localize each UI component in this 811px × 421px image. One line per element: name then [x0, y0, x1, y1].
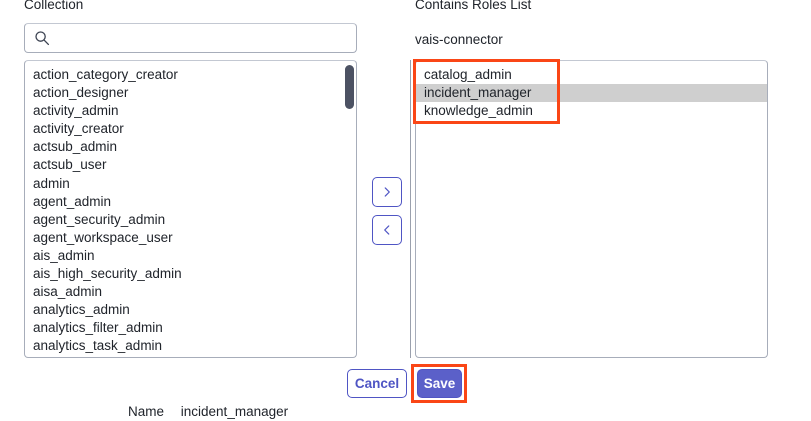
- list-item[interactable]: action_designer: [33, 85, 129, 101]
- list-item[interactable]: analytics_task_admin: [33, 338, 163, 354]
- search-input[interactable]: [50, 24, 356, 52]
- list-item[interactable]: catalog_admin: [424, 67, 512, 82]
- collection-scrollbar[interactable]: [345, 63, 354, 355]
- list-item[interactable]: analytics_filter_admin: [33, 320, 163, 336]
- list-item[interactable]: admin: [33, 175, 70, 191]
- cancel-button[interactable]: Cancel: [347, 369, 407, 398]
- chevron-right-icon: [380, 185, 394, 199]
- name-value: incident_manager: [180, 404, 289, 419]
- name-label: Name: [128, 404, 165, 419]
- list-item[interactable]: action_category_creator: [33, 67, 178, 82]
- list-item[interactable]: agent_admin: [33, 193, 112, 209]
- list-item[interactable]: activity_creator: [33, 121, 124, 137]
- list-item[interactable]: agent_workspace_user: [33, 229, 173, 245]
- save-button[interactable]: Save: [417, 369, 462, 398]
- search-icon: [34, 30, 50, 46]
- list-item[interactable]: aisa_admin: [33, 284, 103, 300]
- list-item[interactable]: incident_manager: [416, 84, 767, 103]
- pane-divider: [410, 60, 411, 358]
- list-item[interactable]: ais_high_security_admin: [33, 266, 182, 282]
- list-item[interactable]: ais_admin: [33, 247, 95, 263]
- list-item[interactable]: analytics_viewer: [25, 356, 356, 358]
- list-item[interactable]: agent_security_admin: [33, 211, 166, 227]
- collection-scrollbar-thumb[interactable]: [345, 65, 354, 109]
- list-item[interactable]: knowledge_admin: [424, 103, 533, 119]
- list-item[interactable]: actsub_user: [33, 157, 107, 173]
- connector-name-label: vais-connector: [415, 32, 503, 47]
- list-item[interactable]: analytics_admin: [33, 302, 130, 318]
- move-left-button[interactable]: [372, 215, 402, 245]
- contains-roles-list-heading: Contains Roles List: [415, 0, 532, 12]
- collection-search-field[interactable]: [24, 23, 357, 53]
- chevron-left-icon: [380, 223, 394, 237]
- move-right-button[interactable]: [372, 177, 402, 207]
- list-item[interactable]: activity_admin: [33, 103, 119, 119]
- name-row: Name incident_manager: [128, 403, 288, 420]
- list-item[interactable]: actsub_admin: [33, 139, 118, 155]
- collection-heading: Collection: [24, 0, 84, 12]
